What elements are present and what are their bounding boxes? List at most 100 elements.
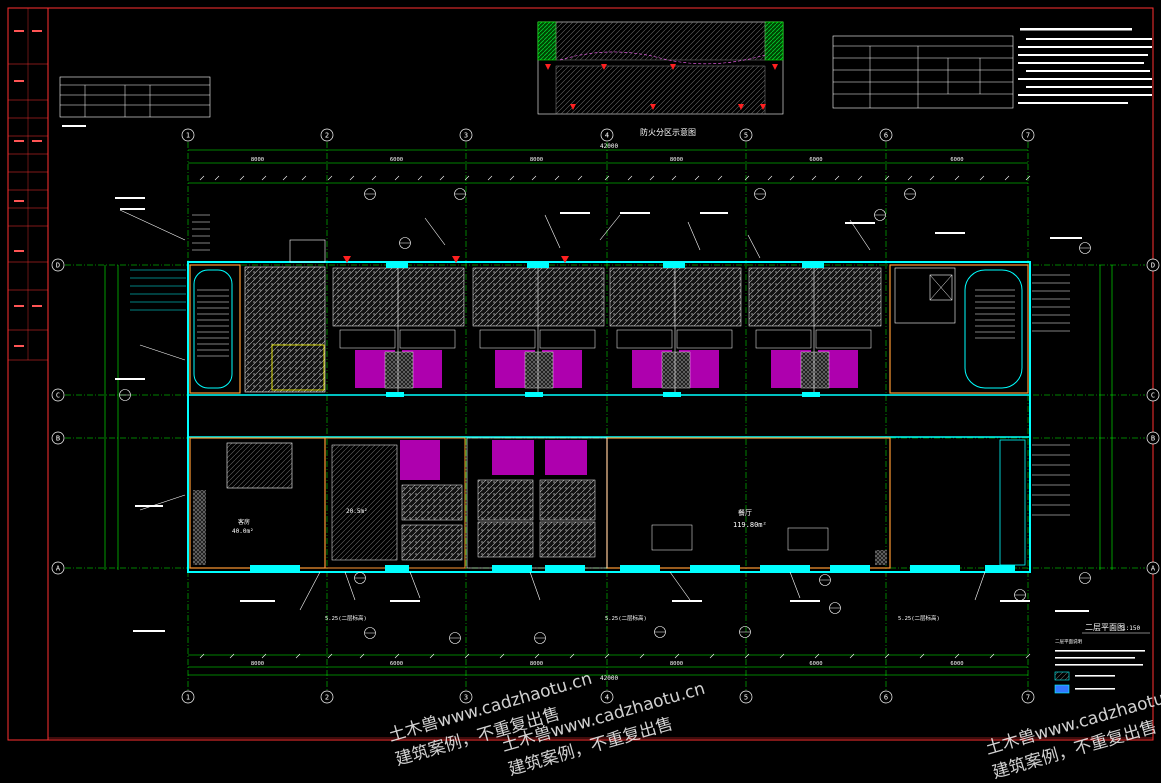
top-total-dimension: 42000 [600, 143, 618, 150]
column-axis-bubble [739, 690, 753, 704]
row-axis-bubble [1146, 388, 1160, 402]
room-fixture [815, 329, 872, 349]
column-axes: 1 1 2 2 3 3 4 4 5 5 6 6 7 7 [181, 128, 1035, 704]
row-axis-bubble [51, 431, 65, 445]
notes-header: 二层平面说明 [1055, 638, 1082, 645]
row-axis-bubble [51, 561, 65, 575]
row-axis-bubble [51, 388, 65, 402]
bay-dimension-label: 8000 [530, 157, 543, 163]
cad-drawing-canvas: 防火分区示意图 1 1 2 2 3 3 4 4 5 5 6 6 7 7 D D C C B B A A [7, 7, 1160, 741]
sheet-frame [7, 7, 1154, 741]
column-axis-bubble [459, 128, 473, 142]
room-fixture [755, 329, 812, 349]
bay-dimension-label: 6000 [809, 157, 822, 163]
room-fixture [479, 329, 536, 349]
guest-rooms-north [332, 267, 882, 393]
bathroom-block [472, 267, 605, 327]
closet-block [661, 351, 691, 389]
room-fixture [676, 329, 733, 349]
column-axis-bubble [600, 128, 614, 142]
bay-dimension-label: 6000 [390, 157, 403, 163]
row-axis-label: D [1151, 262, 1155, 270]
level-markers: 5.25(二层标高) 5.25(二层标高) 5.25(二层标高) [325, 614, 940, 622]
row-axis-bubble [1146, 561, 1160, 575]
room-fixture [339, 329, 396, 349]
dimension-ticks [199, 175, 1031, 659]
floor-plan: 餐厅 119.80m² 客房 40.0m² 20.5m² [130, 214, 1070, 573]
left-room-area: 40.0m² [232, 528, 254, 535]
row-axis-label: D [56, 262, 60, 270]
closet-block [384, 351, 414, 389]
column-axis-bubble [1021, 128, 1035, 142]
design-notes [1018, 28, 1152, 104]
fire-zone-diagram: 防火分区示意图 [537, 21, 784, 137]
row-axis-label: C [1151, 392, 1155, 400]
bottom-total-dimension: 42000 [600, 675, 618, 682]
column-axis-bubble [600, 690, 614, 704]
plan-title: 二层平面图 [1085, 623, 1125, 632]
detail-callouts [119, 188, 1091, 644]
diagram-title: 防火分区示意图 [640, 127, 696, 137]
bathroom-block [748, 267, 882, 327]
row-axis-label: B [1151, 435, 1155, 443]
level-marker: 5.25(二层标高) [605, 614, 647, 622]
column-axis-label: 3 [464, 694, 468, 702]
left-signoff-strip [8, 8, 48, 361]
column-axis-bubble [320, 128, 334, 142]
room-fixture [399, 329, 456, 349]
plan-scale: 1:150 [1122, 625, 1140, 632]
column-axis-label: 2 [325, 694, 329, 702]
column-axis-label: 1 [186, 694, 190, 702]
column-axis-label: 7 [1026, 694, 1030, 702]
column-axis-label: 2 [325, 132, 329, 140]
column-axis-bubble [320, 690, 334, 704]
column-axis-label: 3 [464, 132, 468, 140]
bay-dimension-label: 8000 [251, 157, 264, 163]
column-axis-label: 6 [884, 132, 888, 140]
column-axis-bubble [879, 690, 893, 704]
column-axis-bubble [181, 690, 195, 704]
closet-block [524, 351, 554, 389]
small-data-table [59, 76, 211, 127]
bay-dimension-labels-top: 8000 6000 8000 8000 6000 6000 [251, 157, 964, 163]
spec-table [832, 35, 1014, 109]
middle-room-area: 20.5m² [346, 508, 368, 515]
level-marker: 5.25(二层标高) [898, 614, 940, 622]
row-axis-bubble [51, 258, 65, 272]
bay-dimension-label: 6000 [950, 157, 963, 163]
closet-block [800, 351, 830, 389]
column-axis-label: 6 [884, 694, 888, 702]
row-axis-label: A [56, 565, 61, 573]
bay-dimension-label: 8000 [670, 661, 683, 667]
row-axis-label: A [1151, 565, 1156, 573]
column-axis-bubble [1021, 690, 1035, 704]
column-axis-label: 4 [605, 132, 609, 140]
column-axis-label: 7 [1026, 132, 1030, 140]
room-fixture [616, 329, 673, 349]
column-axis-bubble [739, 128, 753, 142]
column-axis-label: 5 [744, 132, 748, 140]
bathroom-block [609, 267, 742, 327]
row-axis-label: B [56, 435, 60, 443]
annotation-text-blocks [115, 197, 1089, 632]
column-axis-bubble [181, 128, 195, 142]
column-axis-label: 4 [605, 694, 609, 702]
left-room-label: 客房 [238, 518, 250, 526]
big-room-area: 119.80m² [733, 521, 767, 529]
dimension-lines [104, 149, 1113, 676]
bay-dimension-label: 8000 [251, 661, 264, 667]
room-fixture [539, 329, 596, 349]
plan-title-block: 二层平面图 1:150 二层平面说明 [1054, 623, 1150, 694]
bathroom-block [332, 267, 465, 327]
column-axis-label: 5 [744, 694, 748, 702]
big-room-label: 餐厅 [738, 508, 752, 517]
bay-dimension-label: 6000 [950, 661, 963, 667]
column-axis-bubble [459, 690, 473, 704]
level-marker: 5.25(二层标高) [325, 614, 367, 622]
column-axis-label: 1 [186, 132, 190, 140]
column-axis-bubble [879, 128, 893, 142]
row-axis-label: C [56, 392, 60, 400]
bay-dimension-label: 8000 [670, 157, 683, 163]
leader-annotations [119, 209, 986, 611]
